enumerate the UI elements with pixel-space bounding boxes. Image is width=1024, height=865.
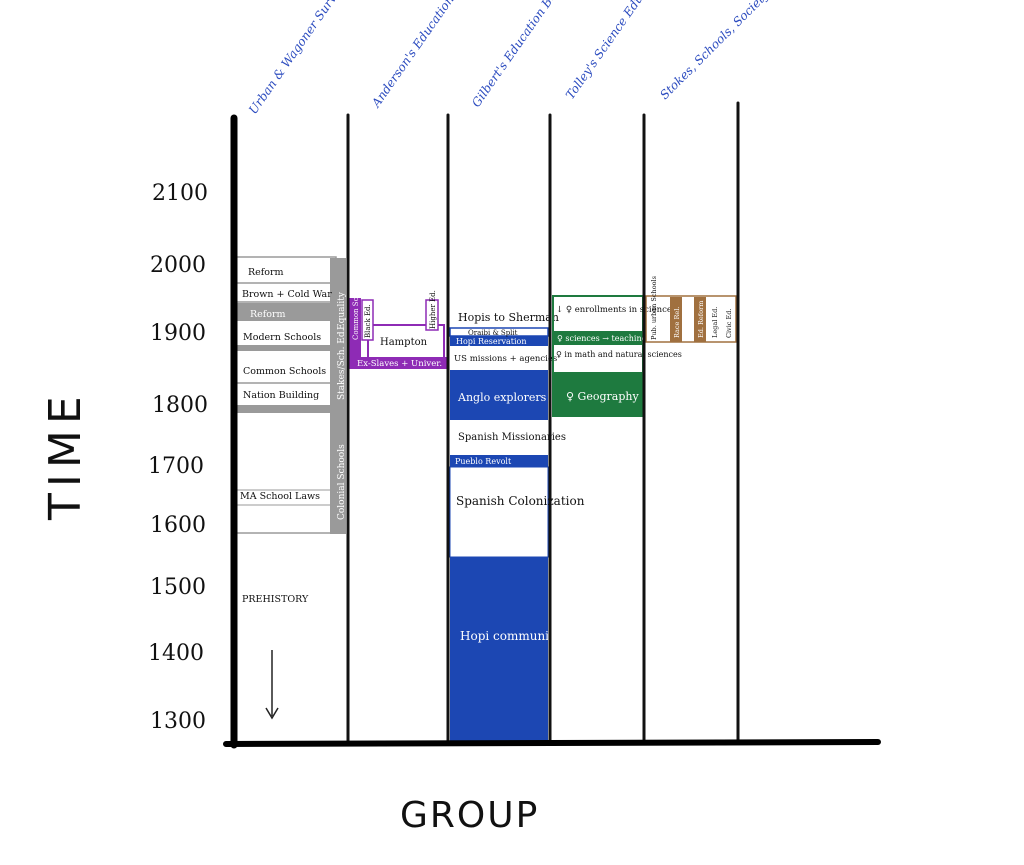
column-dividers [346,101,740,745]
c3-oraibi-split: Oraibi & Split [468,329,518,337]
c5-bar-b [670,297,682,342]
c3-us-missions: US missions + agencies [454,354,557,364]
c1-gray-vertical-bar [330,258,346,534]
y-tick-1900: 1900 [150,321,206,346]
c1-prehistory: PREHISTORY [242,594,309,605]
c4-teaching-band [553,331,643,345]
y-tick-1300: 1300 [150,709,206,734]
column-5-content [645,295,737,343]
c3-hopi-learning-block [450,557,548,742]
c1-vertical-stakes: Stakes/Sch. Ed. [337,328,347,400]
c3-reservation-band [450,336,548,346]
c3-anglo-block [450,370,548,420]
c1-prehistory-arrow-head [265,707,279,720]
y-axis-title: TIME [40,390,91,520]
c2-exslaves-band [348,357,448,369]
c5-bar-c [694,297,706,342]
c2-hampton-box [367,324,445,361]
c3-anglo-explorers: Anglo explorers [457,391,547,404]
y-tick-1500: 1500 [150,575,206,600]
c4-enrollments: ↓ ♀ enrollments in sciences [556,305,676,315]
c2-hampton: Hampton [380,337,428,348]
c1-colonial-band [236,405,336,413]
c2-vert-b: Black Ed. [364,304,372,338]
y-tick-1700: 1700 [148,454,204,479]
c2-right-vertical [425,299,439,331]
c5-civic-ed: Civic Ed. [725,309,733,338]
y-tick-1600: 1600 [150,513,206,538]
c5-race-rel: Race Rel. [673,307,681,338]
c3-spanish-box [449,466,549,558]
c1-nation-building: Nation Building [243,390,319,401]
c2-exslaves: Ex-Slaves + Univer. [357,359,442,369]
c5-outline [645,295,737,343]
c3-pueblo-band [450,455,548,467]
y-tick-2000: 2000 [150,253,206,278]
y-tick-1800: 1800 [152,393,208,418]
column-header-1: Urban & Wagoner Survey [246,0,348,117]
c2-vert-c: Higher Ed. [429,290,437,329]
c4-geography: ♀ Geography [566,390,639,403]
y-tick-1400: 1400 [148,641,204,666]
c1-reform-band [236,303,336,321]
c2-mid-vertical [361,299,374,341]
c3-pueblo-revolt: Pueblo Revolt [455,457,512,466]
x-axis-title: GROUP [400,795,540,836]
y-tick-2100: 2100 [152,181,208,206]
c4-math-natural: ♀ in math and natural sciences [556,350,682,359]
c3-hopi-community-learning: Hopi community learning [460,629,616,643]
c1-vertical-equality: Equality [337,291,347,330]
c2-vert-a: Common Sc. [352,295,360,340]
c1-brown-cold-war: Brown + Cold War [242,289,332,300]
column-3-content [449,327,549,742]
c4-teaching: ♀ sciences → teaching [557,334,647,343]
c1-vertical-colonial: Colonial Schools [337,444,347,520]
c5-legal-ed: Legal Ed. [711,307,719,338]
c3-oraibi-band [449,327,549,337]
c1-modern-schools: Modern Schools [243,332,321,343]
c3-hopis-sherman: Hopis to Sherman [458,311,559,324]
column-header-5: Stokes, Schools, Society and State [657,0,816,102]
c5-pub-urban: Pub. urban Schools [650,276,658,340]
c3-spanish-missionaries: Spanish Missionaries [458,432,566,443]
c1-reform: Reform [250,309,286,320]
c2-left-vertical [349,298,361,358]
c1-common-schools: Common Schools [243,366,326,377]
c3-hopi-reservation: Hopi Reservation [456,337,526,346]
c3-spanish-colonization: Spanish Colonization [456,494,585,508]
c5-ed-reform: Ed. Reform [697,301,705,338]
column-1-content [235,256,346,534]
column-2-content [348,298,448,369]
c1-reform-top: Reform [248,267,284,278]
c1-ma-school-laws: MA School Laws [240,491,320,502]
x-axis-line [223,739,881,747]
column-4-content [552,295,644,417]
c1-nation-band [236,345,336,351]
c4-geography-block [553,372,643,416]
